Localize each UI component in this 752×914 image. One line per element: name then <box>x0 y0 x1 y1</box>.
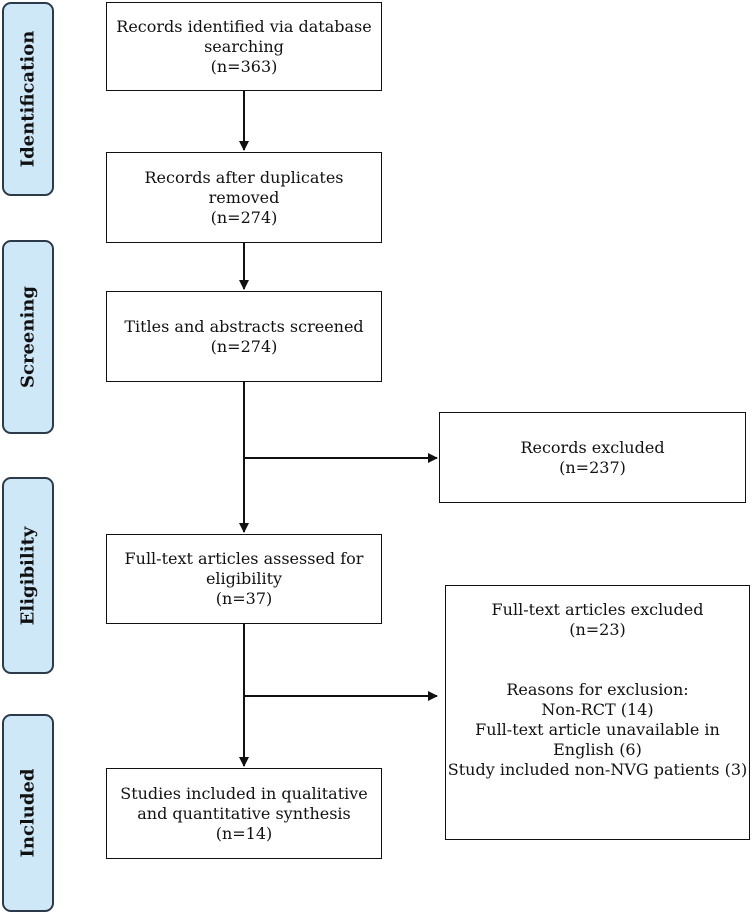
identified-line-2: searching <box>204 36 284 56</box>
included-line-2: and quantitative synthesis <box>137 803 351 823</box>
assessed-line-1: Full-text articles assessed for <box>124 549 364 568</box>
identified-count: (n=363) <box>210 56 278 76</box>
assessed-count: (n=37) <box>215 589 273 608</box>
box-full-text-excluded: Full-text articles excluded (n=23) Reaso… <box>445 585 750 840</box>
reasons-title: Reasons for exclusion: <box>506 680 689 699</box>
ft-excluded-line-1: Full-text articles excluded <box>491 600 704 619</box>
ft-excluded-count: (n=23) <box>569 620 626 639</box>
box-full-text-assessed: Full-text articles assessed for eligibil… <box>106 534 382 624</box>
stage-eligibility: Eligibility <box>2 477 54 674</box>
stage-screening: Screening <box>2 240 54 434</box>
screened-line-1: Titles and abstracts screened <box>124 316 364 336</box>
box-studies-included: Studies included in qualitative and quan… <box>106 768 382 859</box>
box-records-identified: Records identified via database searchin… <box>106 2 382 91</box>
reason-unavailable-line-1: Full-text article unavailable in <box>475 720 720 739</box>
identified-line-1: Records identified via database <box>116 16 372 36</box>
excluded-line-1: Records excluded <box>520 437 665 457</box>
box-screened: Titles and abstracts screened (n=274) <box>106 291 382 382</box>
duplicates-line-1: Records after duplicates removed <box>144 167 344 207</box>
box-records-excluded: Records excluded (n=237) <box>439 412 746 503</box>
reason-non-nvg: Study included non-NVG patients (3) <box>447 760 748 779</box>
stage-identification: Identification <box>2 2 54 196</box>
box-duplicates-removed: Records after duplicates removed (n=274) <box>106 152 382 243</box>
reason-unavailable-line-2: English (6) <box>553 740 642 759</box>
stage-included: Included <box>2 714 54 912</box>
included-line-1: Studies included in qualitative <box>120 783 368 803</box>
assessed-line-2: eligibility <box>205 569 283 588</box>
duplicates-count: (n=274) <box>210 207 278 227</box>
included-count: (n=14) <box>215 823 273 843</box>
excluded-count: (n=237) <box>559 457 626 477</box>
reason-non-rct: Non-RCT (14) <box>541 700 654 719</box>
screened-count: (n=274) <box>210 336 278 356</box>
